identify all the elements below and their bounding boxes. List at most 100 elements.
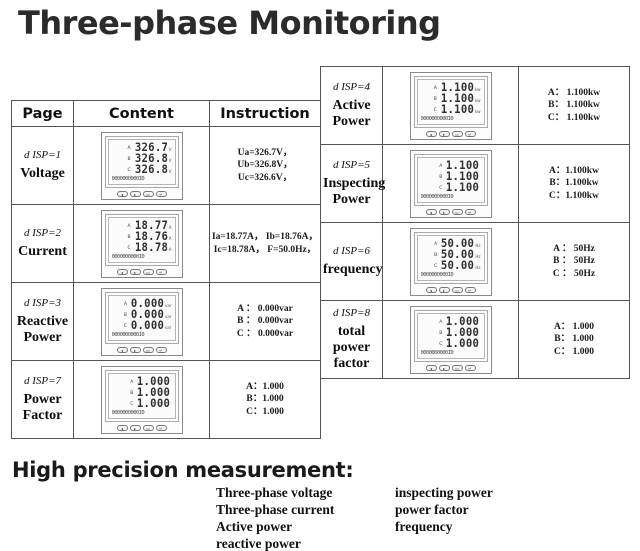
lcd-bargraph: 0000000000I0: [420, 350, 454, 356]
meter-button[interactable]: ◂: [425, 131, 437, 137]
meter-bezel: A 1.100 B 1.100 C 1.100 0000000000I0: [413, 154, 488, 206]
disp-code-value: =4: [357, 81, 371, 93]
instruction-line: B： 1.000: [554, 334, 594, 345]
disp-code: d ISP=4: [323, 81, 380, 93]
meter-lcd-screen: A 18.77 A B 18.76 A C 18.78 A 0000000000…: [107, 217, 176, 263]
meter-button[interactable]: ◂: [116, 269, 128, 275]
meter-device: A 50.00 Hz B 50.00 Hz C 50.00 Hz 0000000…: [409, 228, 492, 296]
meter-bezel: A 0.000 var B 0.000 var C 0.000 var 0000…: [104, 292, 179, 344]
meter-button[interactable]: ▸: [129, 191, 141, 197]
instruction-cell: Ua=326.7V，Ub=326.8V，Uc=326.6V，: [209, 126, 321, 205]
meter-button[interactable]: ▭: [142, 425, 154, 431]
meter-lcd-screen: A 1.100 kw B 1.100 kw C 1.100 kw 0000000…: [416, 79, 485, 125]
instruction-line: A ： 50Hz: [553, 243, 595, 254]
page-title: Three-phase Monitoring: [18, 4, 441, 42]
lcd-row: C 1.000: [112, 397, 172, 409]
right-spec-table: d ISP=4 Active Power A 1.100 kw B 1.100 …: [320, 66, 630, 379]
meter-button[interactable]: ▭: [451, 209, 463, 215]
meter-button[interactable]: ↵: [155, 269, 167, 275]
meter-button[interactable]: ◂: [116, 191, 128, 197]
lcd-phase-label: B: [127, 156, 131, 162]
meter-button[interactable]: ↵: [464, 365, 476, 371]
meter-button[interactable]: ◂: [116, 347, 128, 353]
header-instruction: Instruction: [209, 100, 321, 127]
lcd-unit-label: var: [165, 303, 172, 308]
lcd-phase-label: A: [439, 319, 443, 325]
meter-button[interactable]: ◂: [425, 287, 437, 293]
lcd-row: A 326.7 V: [112, 141, 172, 153]
meter-button[interactable]: ▭: [451, 287, 463, 293]
page-cell-inner: d ISP=7 Power Factor: [12, 372, 73, 427]
lcd-phase-label: B: [434, 252, 438, 258]
instruction-line: C：1.100kw: [549, 190, 599, 201]
disp-code-prefix: d ISP: [23, 297, 49, 309]
meter-button[interactable]: ▸: [129, 425, 141, 431]
lcd-row: A 1.100 kw: [421, 80, 481, 94]
lcd-digits: 326.8: [134, 151, 168, 165]
lcd-digits: 18.77: [134, 218, 168, 232]
instruction-line: C：1.000: [246, 406, 284, 417]
disp-code: d ISP=6: [323, 245, 380, 257]
meter-button[interactable]: ↵: [155, 347, 167, 353]
meter-button[interactable]: ↵: [155, 425, 167, 431]
lcd-digits: 1.100: [440, 80, 474, 94]
disp-code-value: =6: [357, 245, 371, 257]
meter-button[interactable]: ↵: [464, 131, 476, 137]
meter-bezel: A 326.7 V B 326.8 V C 326.8 V 0000000000…: [104, 136, 179, 188]
lcd-unit-label: V: [168, 158, 172, 163]
meter-bezel: A 1.000 B 1.000 C 1.000 0000000000I0: [413, 310, 488, 362]
meter-button[interactable]: ◂: [425, 365, 437, 371]
lcd-row: B 18.76 A: [112, 230, 172, 242]
lcd-digits: 326.8: [134, 162, 168, 176]
lcd-digits: 1.100: [440, 102, 474, 116]
feature-item: power factor: [395, 502, 469, 517]
content-cell: A 1.100 kw B 1.100 kw C 1.100 kw 0000000…: [382, 66, 519, 145]
lcd-bargraph: 0000000000I0: [111, 176, 145, 182]
left-table-body: d ISP=1 Voltage A 326.7 V B 326.8 V C 32…: [11, 126, 321, 439]
lcd-bargraph: 0000000000I0: [420, 116, 454, 122]
meter-button[interactable]: ↵: [464, 209, 476, 215]
meter-button[interactable]: ▸: [438, 131, 450, 137]
meter-button[interactable]: ↵: [155, 191, 167, 197]
meter-button[interactable]: ▸: [438, 209, 450, 215]
instruction-line: B ： 0.000var: [237, 316, 293, 327]
disp-code: d ISP=2: [14, 227, 71, 239]
meter-bezel: A 1.100 kw B 1.100 kw C 1.100 kw 0000000…: [413, 76, 488, 128]
table-row: d ISP=6 frequency A 50.00 Hz B 50.00 Hz …: [320, 222, 630, 301]
meter-button[interactable]: ↵: [464, 287, 476, 293]
meter-button[interactable]: ▭: [451, 131, 463, 137]
meter-wrapper: A 1.000 B 1.000 C 1.000 0000000000I0 ◂ ▸…: [383, 301, 518, 378]
meter-button-row: ◂ ▸ ▭ ↵: [414, 287, 488, 293]
meter-wrapper: A 1.000 B 1.000 C 1.000 0000000000I0 ◂ ▸…: [74, 361, 209, 438]
meter-button[interactable]: ▭: [142, 191, 154, 197]
lcd-row: B 50.00 Hz: [421, 248, 480, 260]
instruction-line: C： 1.000: [553, 346, 595, 357]
meter-button[interactable]: ▸: [129, 269, 141, 275]
content-cell: A 0.000 var B 0.000 var C 0.000 var 0000…: [73, 282, 210, 361]
disp-code-prefix: d ISP: [332, 81, 358, 93]
lcd-bargraph: 0000000000I0: [111, 410, 145, 416]
meter-button-row: ◂ ▸ ▭ ↵: [105, 425, 179, 431]
instruction-line: C ： 50Hz: [552, 268, 596, 279]
meter-button[interactable]: ▭: [142, 347, 154, 353]
meter-button[interactable]: ◂: [116, 425, 128, 431]
lcd-row: C 326.8 V: [112, 162, 171, 176]
lcd-row: C 1.100: [421, 181, 481, 193]
meter-button[interactable]: ◂: [425, 209, 437, 215]
lcd-bargraph: 0000000000I0: [420, 194, 454, 200]
lcd-row: C 0.000 var: [112, 319, 172, 331]
meter-button[interactable]: ▭: [142, 269, 154, 275]
meter-button-row: ◂ ▸ ▭ ↵: [105, 191, 179, 197]
meter-button[interactable]: ▭: [451, 365, 463, 371]
lcd-phase-label: A: [434, 241, 438, 247]
meter-button[interactable]: ▸: [438, 287, 450, 293]
disp-code: d ISP=8: [323, 307, 380, 319]
instruction-line: A：1.100kw: [549, 165, 599, 176]
meter-button[interactable]: ▸: [438, 365, 450, 371]
meter-button[interactable]: ▸: [129, 347, 141, 353]
